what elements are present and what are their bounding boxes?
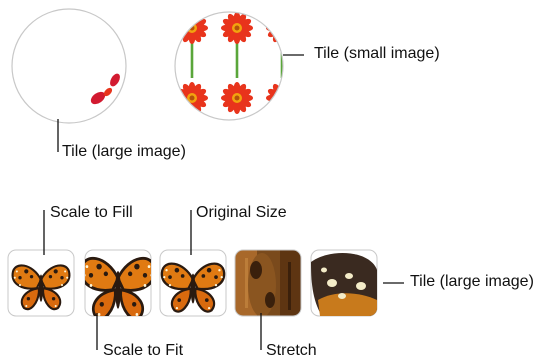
tile-large-square-label: Tile (large image) xyxy=(410,273,534,291)
stretch-box xyxy=(235,250,301,317)
tile-small-label: Tile (small image) xyxy=(314,45,440,63)
scale-to-fit-box xyxy=(81,250,154,319)
original-size-box xyxy=(160,250,226,316)
scale-to-fill-label: Scale to Fill xyxy=(50,204,133,222)
scale-to-fill-box xyxy=(8,250,74,316)
tile-large-circle-label: Tile (large image) xyxy=(62,143,186,161)
circle-small-image-tile-icon xyxy=(131,0,298,120)
tile-large-image-box xyxy=(311,250,377,316)
original-size-label: Original Size xyxy=(196,204,287,222)
circle-large-image-tile-icon xyxy=(12,9,126,123)
stretch-label: Stretch xyxy=(266,342,317,360)
scale-to-fit-label: Scale to Fit xyxy=(103,342,183,360)
